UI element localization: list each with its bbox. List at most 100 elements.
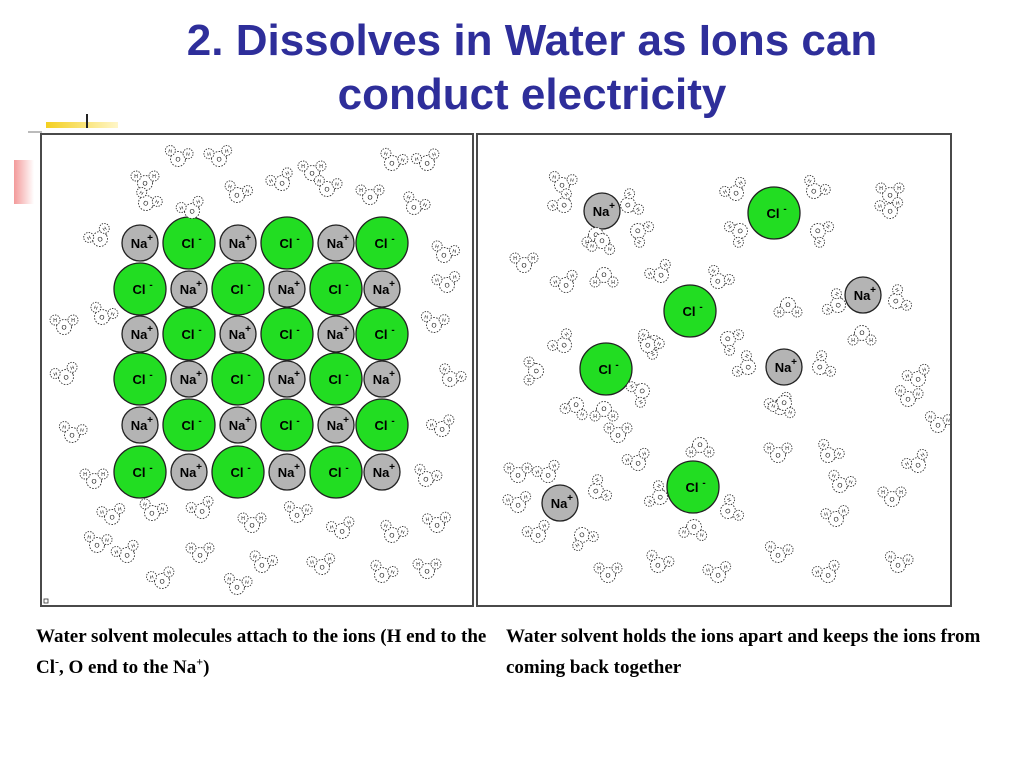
sodium-label: Na (131, 236, 148, 251)
oxygen-label: O (94, 542, 100, 550)
hydrogen-atom (255, 512, 267, 524)
oxygen-atom (653, 267, 669, 283)
hydrogen-atom (828, 559, 840, 571)
oxygen-label: O (563, 282, 570, 290)
oxygen-atom (596, 401, 612, 417)
hydrogen-label: H (842, 508, 847, 515)
sodium-charge: + (245, 233, 251, 244)
hydrogen-label: H (154, 199, 160, 206)
chloride-ion: Cl- (113, 445, 167, 499)
oxygen-label: O (142, 200, 150, 209)
oxygen-atom (634, 383, 650, 399)
chloride-ion-circle (211, 352, 265, 406)
water-molecule: OHH (685, 437, 715, 458)
hydrogen-atom (90, 301, 102, 313)
oxygen-atom (776, 395, 792, 411)
hydrogen-label: H (383, 151, 389, 158)
chloride-label: Cl (280, 236, 293, 251)
oxygen-label: O (388, 532, 395, 540)
water-molecule: OHH (559, 397, 588, 421)
chloride-label: Cl (599, 362, 612, 377)
sodium-label: Na (229, 418, 246, 433)
water-molecule: OHH (380, 519, 409, 543)
hydrogen-label: H (851, 336, 855, 342)
hydrogen-atom (847, 334, 859, 346)
oxygen-label: O (905, 396, 911, 404)
hydrogen-label: H (724, 564, 729, 571)
hydrogen-atom (431, 470, 443, 481)
hydrogen-atom (421, 513, 433, 525)
hydrogen-label: H (824, 223, 831, 229)
oxygen-label: O (714, 278, 722, 287)
hydrogen-label: H (552, 463, 558, 470)
sodium-ion-circle (317, 224, 355, 262)
chloride-charge: - (149, 280, 152, 291)
oxygen-label: O (810, 188, 818, 197)
oxygen-label: O (775, 453, 780, 460)
sodium-ion: Na+ (317, 315, 355, 353)
hydrogen-label: H (832, 563, 838, 570)
oxygen-label: O (859, 329, 864, 336)
hydrogen-label: H (134, 174, 138, 180)
hydrogen-atom (720, 561, 732, 572)
crystal-lattice-panel: Na+Cl-Na+Cl-Na+Cl-Cl-Na+Cl-Na+Cl-Na+Na+C… (40, 133, 474, 607)
chloride-charge: - (198, 234, 201, 245)
oxygen-atom (86, 473, 102, 489)
hydrogen-atom (621, 422, 633, 434)
hydrogen-label: H (777, 308, 781, 314)
sodium-charge: + (389, 369, 395, 380)
hydrogen-label: H (435, 278, 440, 285)
sodium-ion-circle (268, 453, 306, 491)
chloride-ion-circle (260, 216, 314, 270)
hydrogen-atom (221, 145, 233, 156)
chloride-ion-circle (747, 186, 801, 240)
hydrogen-label: H (815, 239, 822, 245)
hydrogen-atom (163, 566, 175, 578)
hydrogen-label: H (916, 392, 921, 399)
hydrogen-atom (139, 498, 151, 510)
hydrogen-label: H (71, 318, 75, 324)
hydrogen-label: H (815, 569, 821, 576)
hydrogen-label: H (434, 244, 439, 251)
oxygen-label: O (249, 523, 254, 530)
hydrogen-label: H (735, 368, 742, 374)
oxygen-atom (600, 567, 616, 583)
chloride-charge: - (198, 416, 201, 427)
sodium-charge: + (196, 462, 202, 473)
hydrogen-atom (548, 459, 560, 471)
corner-marker (43, 598, 49, 604)
oxygen-atom (828, 511, 844, 527)
oxygen-label: O (424, 160, 431, 168)
hydrogen-label: H (585, 238, 589, 244)
hydrogen-atom (724, 344, 736, 356)
chloride-ion-circle (113, 352, 167, 406)
hydrogen-label: H (922, 367, 928, 374)
hydrogen-label: H (597, 566, 601, 572)
hydrogen-label: H (785, 446, 789, 452)
water-molecule: OHH (720, 494, 745, 521)
hydrogen-label: H (570, 178, 575, 185)
hydrogen-atom (267, 555, 278, 567)
hydrogen-atom (192, 195, 204, 207)
hydrogen-label: H (305, 508, 310, 515)
water-molecule: OHH (901, 363, 930, 387)
hydrogen-atom (538, 519, 550, 531)
hydrogen-label: H (579, 410, 585, 417)
hydrogen-label: H (644, 223, 651, 229)
hydrogen-atom (403, 191, 415, 203)
hydrogen-atom (509, 252, 521, 264)
oxygen-label: O (824, 452, 832, 461)
hydrogen-atom (708, 264, 720, 276)
water-molecule: OHH (720, 329, 745, 356)
sodium-label: Na (373, 465, 390, 480)
hydrogen-label: H (270, 558, 275, 565)
oxygen-atom (692, 437, 708, 453)
oxygen-label: O (560, 341, 568, 350)
water-molecule: OHH (110, 539, 139, 563)
